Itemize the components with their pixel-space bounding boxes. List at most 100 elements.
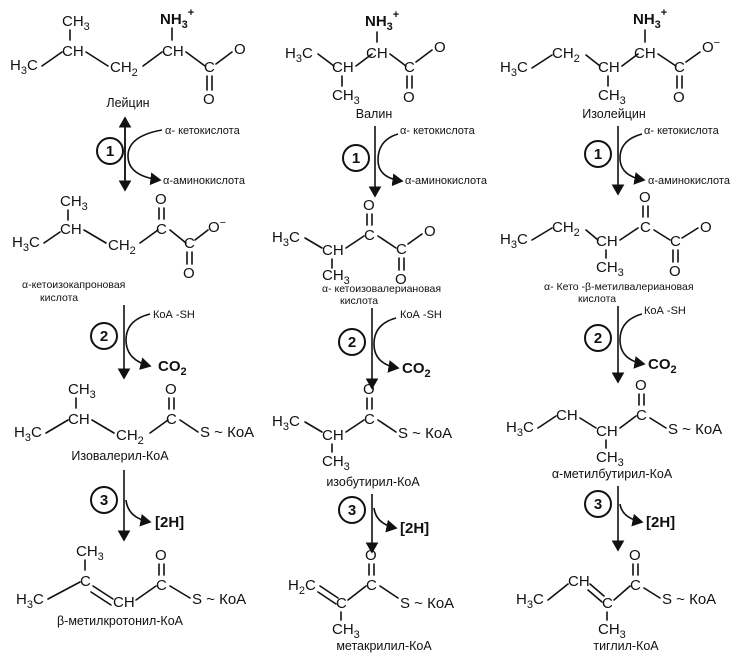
- atom-ch: CH: [596, 423, 618, 440]
- step-1-number: 1: [594, 146, 602, 163]
- atom-s-coa: S ~ КоА: [192, 591, 246, 608]
- step2-co2-out: CO2: [158, 358, 187, 378]
- atom-c-keto: C: [156, 221, 167, 238]
- atom-h3c: H3C: [272, 413, 300, 433]
- atom-c-carboxyl: C: [404, 59, 415, 76]
- atom-nh3: NH3+: [633, 7, 667, 31]
- atom-c-carboxyl: C: [670, 233, 681, 250]
- column-valine: H3C CH CH3 CH NH3+ C O O Валин 1 α- кето…: [272, 9, 488, 653]
- methacrylyl-coa-structure: H2C C CH3 C O S ~ КоА: [288, 547, 454, 641]
- atom-c-carboxyl: C: [674, 59, 685, 76]
- name-isoleucine: Изолейцин: [582, 107, 646, 121]
- methylbutyryl-coa-structure: H3C CH CH CH3 C O S ~ КоА: [506, 377, 722, 469]
- atom-ch3: CH3: [76, 543, 104, 563]
- atom-ch3: CH3: [68, 381, 96, 401]
- atom-o-minus: O−: [208, 217, 226, 236]
- atom-ch: CH: [322, 242, 344, 259]
- atom-c-thioester: C: [156, 577, 167, 594]
- atom-ch-alpha: CH: [162, 43, 184, 60]
- atom-ch3: CH3: [322, 453, 350, 473]
- name-methacrylyl-coa: метакрилил-КоА: [336, 639, 432, 653]
- atom-o: O: [363, 381, 375, 398]
- atom-o: O: [635, 377, 647, 394]
- atom-ch3: CH3: [598, 87, 626, 107]
- atom-ch2: CH: [556, 407, 578, 424]
- atom-ch3: CH3: [598, 621, 626, 641]
- atom-ch: CH: [568, 573, 590, 590]
- atom-ch-alpha: CH: [634, 45, 656, 62]
- atom-ch2: CH2: [552, 45, 580, 65]
- atom-c-thioester: C: [630, 577, 641, 594]
- atom-ch2: CH2: [116, 427, 144, 447]
- atom-o: O: [155, 547, 167, 564]
- step-2-number: 2: [100, 328, 108, 345]
- ketoisovalerate-structure: H3C CH CH3 C O C O O: [272, 197, 436, 288]
- step1-amino-out: α-аминокислота: [163, 175, 246, 187]
- atom-h3c: H3C: [516, 591, 544, 611]
- step-3-number: 3: [348, 502, 356, 519]
- atom-s-coa: S ~ КоА: [662, 591, 716, 608]
- atom-o-minus: O: [700, 219, 712, 236]
- atom-c: C: [80, 573, 91, 590]
- atom-o-double: O: [203, 91, 215, 108]
- step-3-number: 3: [594, 496, 602, 513]
- column-leucine: H3C CH CH3 CH2 CH NH3+ C O O Лейцин 1 α-…: [10, 7, 254, 628]
- atom-c: C: [336, 595, 347, 612]
- step-1-badge: [342, 144, 370, 172]
- atom-o-double: O: [183, 265, 195, 282]
- atom-c-thioester: C: [636, 407, 647, 424]
- column-isoleucine: H3C CH2 CH CH3 CH NH3+ C O− O Изолейцин …: [500, 7, 731, 653]
- atom-h3c: H3C: [14, 424, 42, 444]
- atom-ch: CH: [596, 233, 618, 250]
- ketoisocaproate-structure: H3C CH CH3 CH2 C O C O− O: [12, 191, 226, 282]
- atom-h3c: H3C: [500, 231, 528, 251]
- atom-s-coa: S ~ КоА: [200, 424, 254, 441]
- atom-nh3: NH3+: [160, 7, 194, 31]
- atom-o: O: [165, 381, 177, 398]
- atom-o-minus: O: [234, 41, 246, 58]
- atom-c-carboxyl: C: [184, 235, 195, 252]
- atom-c-thioester: C: [166, 411, 177, 428]
- atom-h3c: H3C: [10, 57, 38, 77]
- atom-ch: CH: [60, 221, 82, 238]
- atom-o-double: O: [395, 271, 407, 288]
- atom-o: O: [363, 197, 375, 214]
- atom-o: O: [365, 547, 377, 564]
- step1-keto-in: α- кетокислота: [165, 125, 241, 137]
- atom-ch2: CH2: [110, 59, 138, 79]
- step3-2h-out: [2H]: [646, 514, 675, 531]
- atom-ch: CH: [332, 59, 354, 76]
- atom-o: O: [434, 39, 446, 56]
- step-3-number: 3: [100, 492, 108, 509]
- atom-c-thioester: C: [364, 411, 375, 428]
- atom-ch2: CH2: [552, 219, 580, 239]
- step2-co2-out: CO2: [648, 356, 677, 376]
- name-methylbutyryl-coa: α-метилбутирил-КоА: [552, 467, 673, 481]
- atom-h3c: H3C: [506, 419, 534, 439]
- atom-c-keto: C: [364, 227, 375, 244]
- step1-keto-in: α- кетокислота: [644, 125, 720, 137]
- atom-ch3: CH3: [596, 259, 624, 279]
- step-3-badge: [90, 486, 118, 514]
- atom-o-double: O: [403, 89, 415, 106]
- atom-o: O: [155, 191, 167, 208]
- name-ketoisovalerate: α- кетоизовалериановая: [322, 283, 441, 295]
- step-1-badge: [96, 137, 124, 165]
- step-2-number: 2: [348, 334, 356, 351]
- step1-keto-in: α- кетокислота: [400, 125, 476, 137]
- atom-o: O: [639, 189, 651, 206]
- atom-ch2: CH2: [108, 237, 136, 257]
- step-2-number: 2: [594, 330, 602, 347]
- step-3-badge: [584, 490, 612, 518]
- name-isovaleryl-coa: Изовалерил-КоА: [71, 449, 169, 463]
- atom-ch: CH: [322, 427, 344, 444]
- atom-ch3: CH3: [62, 13, 90, 33]
- keto-methylvalerate-structure: H3C CH2 CH CH3 C O C O O: [500, 189, 712, 280]
- atom-o-double: O: [673, 89, 685, 106]
- step-1-number: 1: [352, 150, 360, 167]
- name-isobutyryl-coa: изобутирил-КоА: [326, 475, 420, 489]
- atom-ch-alpha: CH: [366, 45, 388, 62]
- atom-ch3: CH3: [596, 449, 624, 469]
- atom-ch: CH: [68, 411, 90, 428]
- atom-ch: CH: [598, 59, 620, 76]
